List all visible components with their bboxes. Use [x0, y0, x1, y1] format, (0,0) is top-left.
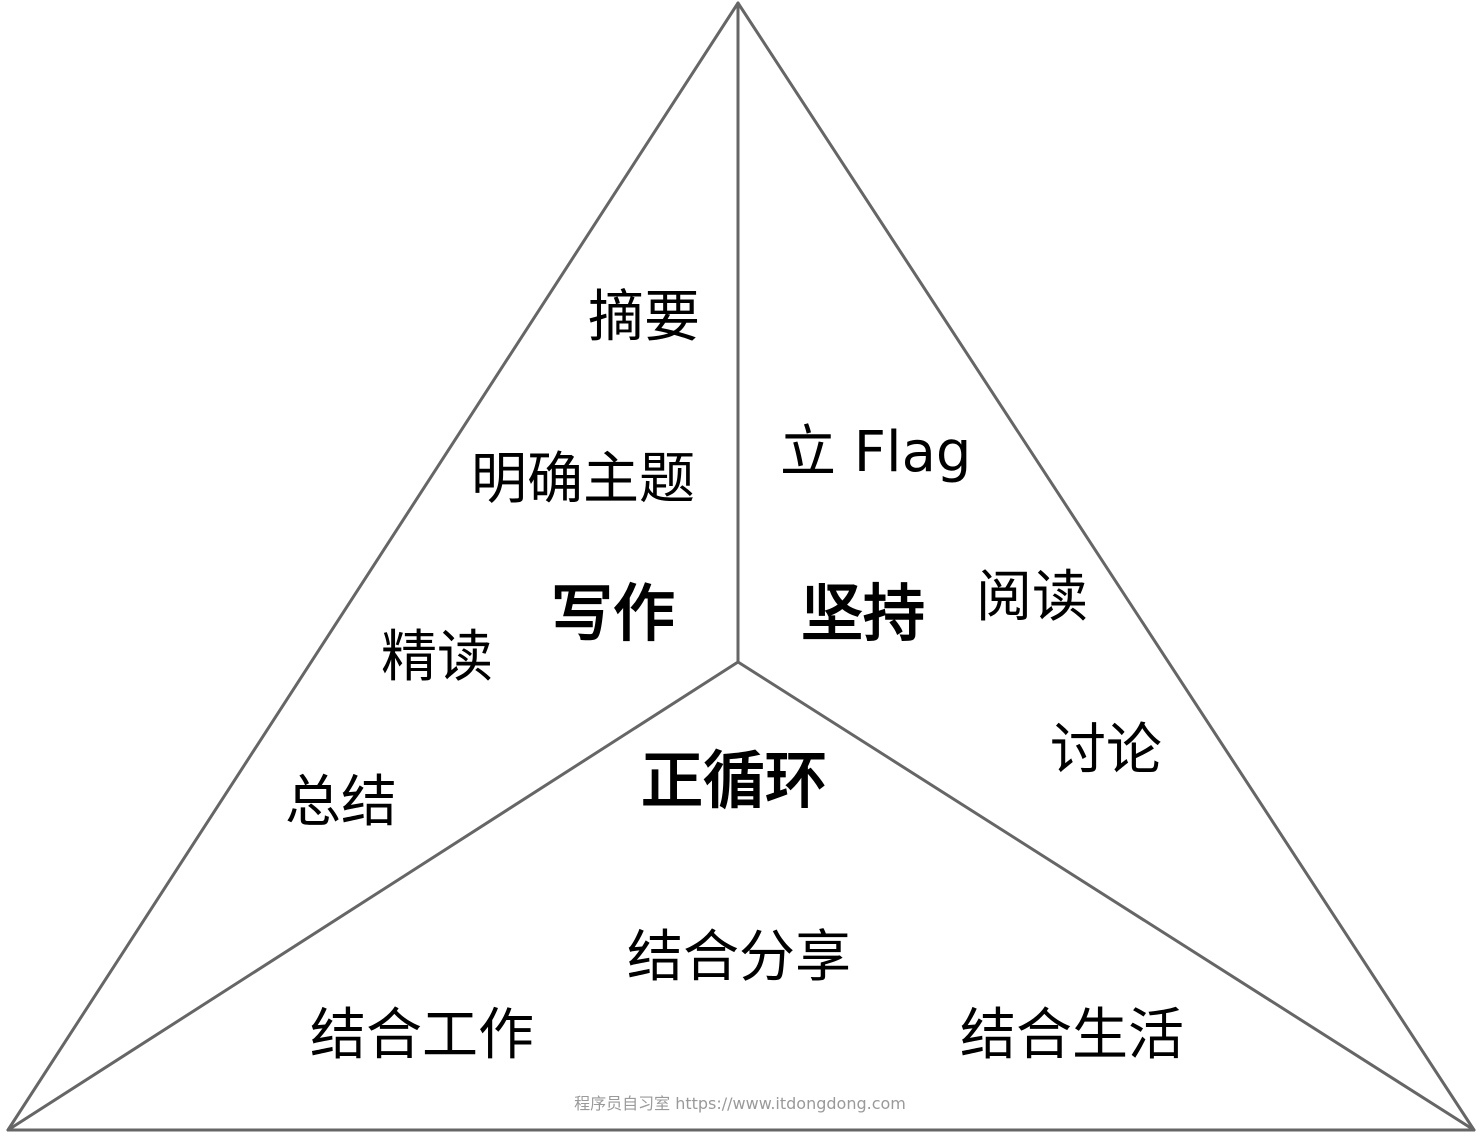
divider-right [736, 660, 1476, 1132]
diagram-lines [6, 1, 1476, 1132]
persistence-item-reading: 阅读 [976, 565, 1088, 630]
writing-section-title: 写作 [551, 577, 676, 650]
writing-item-intensive-reading: 精读 [381, 625, 493, 690]
outer-triangle [6, 1, 1476, 1132]
cycle-item-share: 结合分享 [627, 925, 851, 990]
writing-item-abstract: 摘要 [588, 285, 700, 350]
cycle-item-work: 结合工作 [310, 1003, 534, 1068]
watermark: 程序员自习室 https://www.itdongdong.com [574, 1094, 906, 1113]
divider-left [6, 660, 740, 1132]
persistence-section-title: 坚持 [801, 577, 926, 650]
writing-item-clear-theme: 明确主题 [471, 447, 695, 512]
writing-item-summary: 总结 [285, 770, 397, 835]
cycle-item-life: 结合生活 [960, 1003, 1184, 1068]
cycle-section-title: 正循环 [641, 744, 828, 817]
persistence-item-discussion: 讨论 [1050, 718, 1162, 783]
persistence-item-set-flag: 立 Flag [780, 420, 972, 485]
